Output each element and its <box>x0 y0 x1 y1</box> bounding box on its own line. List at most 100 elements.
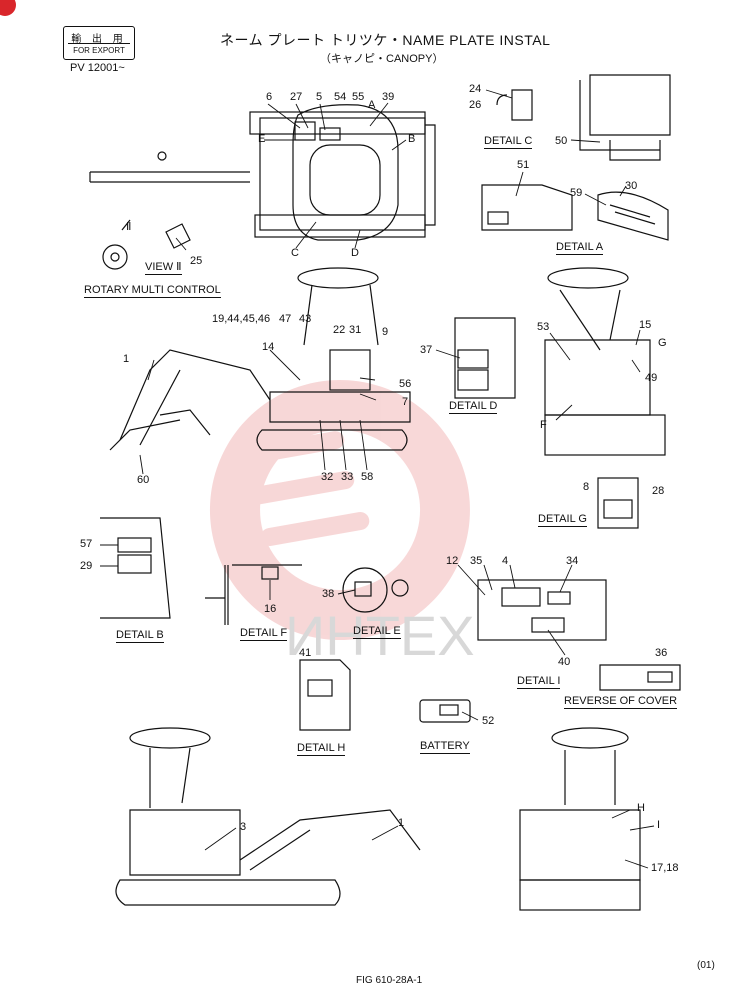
caption-detail-d: DETAIL D <box>449 400 498 414</box>
export-stamp-en: FOR EXPORT <box>73 46 125 55</box>
callout-38: 38 <box>322 588 335 600</box>
serial-range: PV 12001~ <box>70 62 125 74</box>
caption-detail-g: DETAIL G <box>538 513 587 527</box>
export-stamp: 輸 出 用 FOR EXPORT <box>63 26 135 60</box>
callout-37: 37 <box>420 344 433 356</box>
caption-battery: BATTERY <box>420 740 470 754</box>
callout-22: 22 <box>333 324 346 336</box>
caption-detail-e: DETAIL E <box>353 625 401 639</box>
page-number: (01) <box>697 960 715 971</box>
callout-41: 41 <box>299 647 312 659</box>
callout-1-top: 1 <box>123 353 130 365</box>
callout-7: 7 <box>402 396 409 408</box>
callout-53: 53 <box>537 321 550 333</box>
callout-55: 55 <box>352 91 365 103</box>
callout-56: 56 <box>399 378 412 390</box>
callout-25: 25 <box>190 255 203 267</box>
callout-f: F <box>540 419 547 431</box>
callout-8: 8 <box>583 481 590 493</box>
callout-35: 35 <box>470 555 483 567</box>
battery-drawing <box>419 699 471 723</box>
callout-14: 14 <box>262 341 275 353</box>
callout-4: 4 <box>502 555 509 567</box>
detail-50-drawing <box>579 74 671 161</box>
callout-5: 5 <box>316 91 323 103</box>
caption-rotary-multi-control: ROTARY MULTI CONTROL <box>84 284 221 298</box>
detail-51-drawing <box>481 184 573 231</box>
callout-36: 36 <box>655 647 668 659</box>
callout-58: 58 <box>361 471 374 483</box>
caption-detail-f: DETAIL F <box>240 627 288 641</box>
detail-e-drawing <box>342 567 409 613</box>
callout-32: 32 <box>321 471 334 483</box>
detail-b-drawing <box>100 517 171 619</box>
callout-60: 60 <box>137 474 150 486</box>
callout-i: I <box>657 819 661 831</box>
page-subtitle: （キャノピ・CANOPY） <box>320 53 444 65</box>
detail-g-drawing <box>597 477 639 529</box>
callout-39: 39 <box>382 91 395 103</box>
callout-28: 28 <box>652 485 665 497</box>
callout-47: 47 <box>279 313 292 325</box>
callout-27: 27 <box>290 91 303 103</box>
callout-59: 59 <box>570 187 583 199</box>
watermark-gear <box>209 380 470 640</box>
leader-lines <box>100 89 655 869</box>
callout-49: 49 <box>645 372 658 384</box>
corner-badge <box>0 0 16 16</box>
rear-view-excavator-top <box>544 267 666 456</box>
callout-31: 31 <box>349 324 362 336</box>
callout-15: 15 <box>639 319 652 331</box>
callout-a: A <box>368 99 376 111</box>
caption-detail-i: DETAIL I <box>517 675 561 689</box>
export-stamp-jp: 輸 出 用 <box>71 34 127 45</box>
callout-17-18: 17,18 <box>651 862 679 874</box>
callout-12: 12 <box>446 555 459 567</box>
caption-view-ii: VIEW Ⅱ <box>145 261 182 275</box>
callout-50: 50 <box>555 135 568 147</box>
detail-d-drawing <box>454 317 516 399</box>
bottom-side-view-excavator <box>115 727 421 906</box>
detail-a-drawing <box>597 191 669 241</box>
callout-16: 16 <box>264 603 277 615</box>
callout-29: 29 <box>80 560 93 572</box>
callout-33: 33 <box>341 471 354 483</box>
detail-h-drawing <box>299 659 351 731</box>
caption-detail-h: DETAIL H <box>297 742 346 756</box>
callout-51: 51 <box>517 159 530 171</box>
detail-c-drawing <box>496 89 533 121</box>
callout-6: 6 <box>266 91 273 103</box>
caption-detail-a: DETAIL A <box>556 241 604 255</box>
callout-43: 43 <box>299 313 312 325</box>
reverse-cover-drawing <box>599 664 681 691</box>
rotary-control <box>102 219 191 270</box>
callout-30: 30 <box>625 180 638 192</box>
callout-9: 9 <box>382 326 389 338</box>
callout-b: B <box>408 133 416 145</box>
page-title: ネーム プレート トリツケ・NAME PLATE INSTAL <box>220 32 551 48</box>
detail-i-drawing <box>477 579 607 641</box>
callout-52: 52 <box>482 715 495 727</box>
caption-detail-b: DETAIL B <box>116 629 164 643</box>
callout-ii: Ⅱ <box>126 221 132 233</box>
top-view-excavator <box>89 104 436 241</box>
callout-54: 54 <box>334 91 347 103</box>
detail-f-drawing <box>205 564 302 625</box>
callout-c: C <box>291 247 299 259</box>
caption-reverse-of-cover: REVERSE OF COVER <box>564 695 678 709</box>
callout-d: D <box>351 247 359 259</box>
callout-1-bottom: 1 <box>398 817 405 829</box>
figure-number: FIG 610-28A-1 <box>356 975 423 986</box>
bottom-rear-view-excavator <box>519 727 641 911</box>
callout-19: 19,44,45,46 <box>212 313 271 325</box>
caption-detail-c: DETAIL C <box>484 135 533 149</box>
callout-h: H <box>637 802 645 814</box>
callout-34: 34 <box>566 555 579 567</box>
callout-40: 40 <box>558 656 571 668</box>
callout-26: 26 <box>469 99 482 111</box>
callout-57: 57 <box>80 538 93 550</box>
side-view-excavator <box>109 267 411 451</box>
callout-24: 24 <box>469 83 482 95</box>
callout-g: G <box>658 337 667 349</box>
